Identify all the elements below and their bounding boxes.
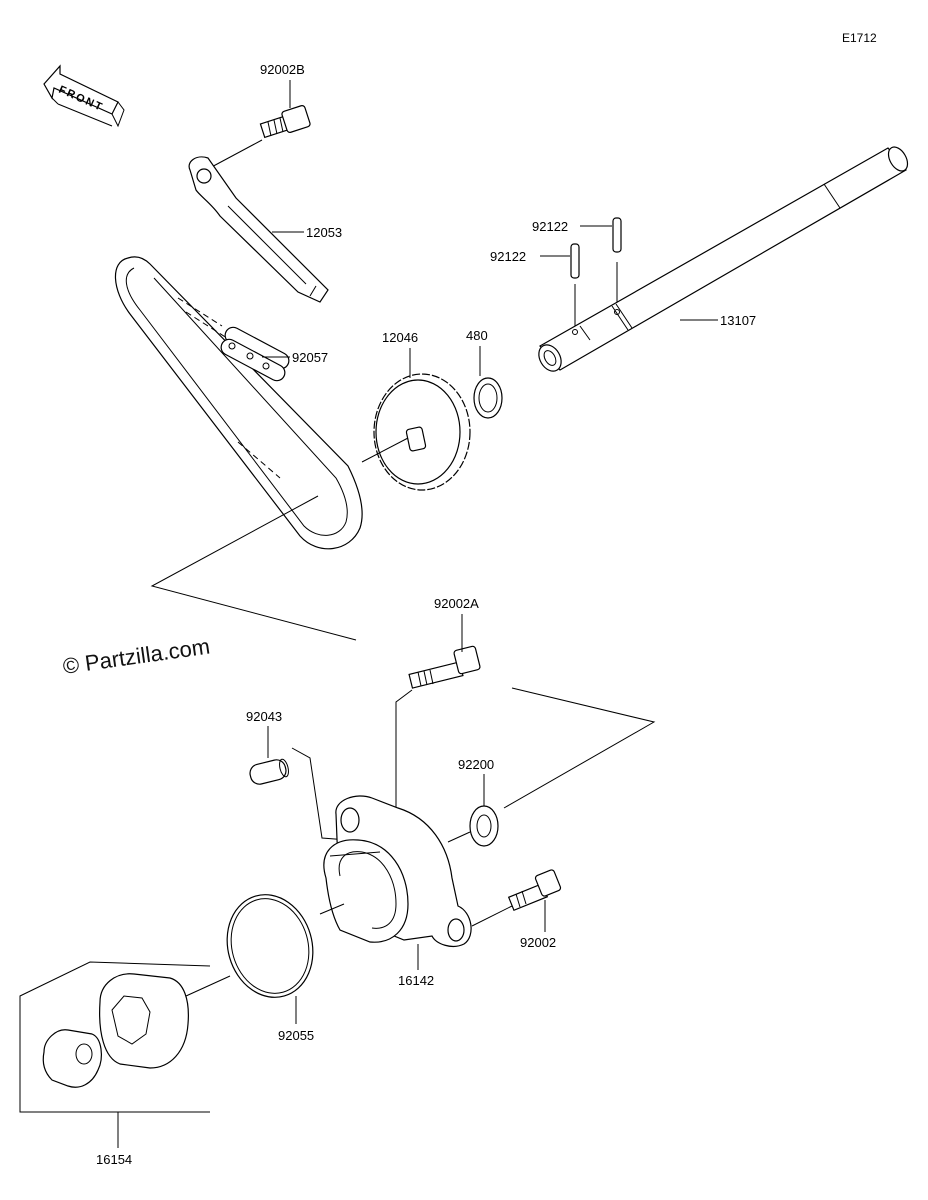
pin-92122-b <box>570 243 580 279</box>
washer-92200 <box>469 805 499 847</box>
watermark: © Partzilla.com <box>61 634 211 679</box>
label-13107: 13107 <box>720 313 756 328</box>
group-line-upper <box>150 495 357 641</box>
sprocket-12046 <box>373 373 471 491</box>
label-92002: 92002 <box>520 935 556 950</box>
label-12053: 12053 <box>306 225 342 240</box>
label-92057: 92057 <box>292 350 328 365</box>
inner-rotor-16154 <box>42 1029 102 1088</box>
label-480: 480 <box>466 328 488 343</box>
group-line-right <box>503 687 656 809</box>
shaft-13107 <box>538 146 909 372</box>
o-ring-92055 <box>226 894 314 998</box>
housing-16142 <box>323 795 472 948</box>
bolt-92002a <box>408 645 481 689</box>
chain-link-92057 <box>220 326 290 382</box>
label-92055: 92055 <box>278 1028 314 1043</box>
diagram-code: E1712 <box>842 31 877 45</box>
label-12046: 12046 <box>382 330 418 345</box>
pin-92122-a <box>612 217 622 253</box>
label-92122-a: 92122 <box>532 219 568 234</box>
dowel-92043 <box>249 758 289 785</box>
label-92002a: 92002A <box>434 596 479 611</box>
label-92200: 92200 <box>458 757 494 772</box>
label-92043: 92043 <box>246 709 282 724</box>
drive-chain <box>114 256 363 550</box>
label-92122-b: 92122 <box>490 249 526 264</box>
bracket-16154 <box>19 961 211 1113</box>
chain-guide-12053 <box>188 156 329 303</box>
outer-rotor-16154 <box>99 973 189 1069</box>
label-16142: 16142 <box>398 973 434 988</box>
bolt-92002 <box>507 869 562 912</box>
label-92002b: 92002B <box>260 62 305 77</box>
label-16154: 16154 <box>96 1152 132 1167</box>
bolt-92002b <box>259 105 311 139</box>
front-arrow-icon: FRONT <box>43 64 125 128</box>
circlip-480 <box>473 377 503 419</box>
